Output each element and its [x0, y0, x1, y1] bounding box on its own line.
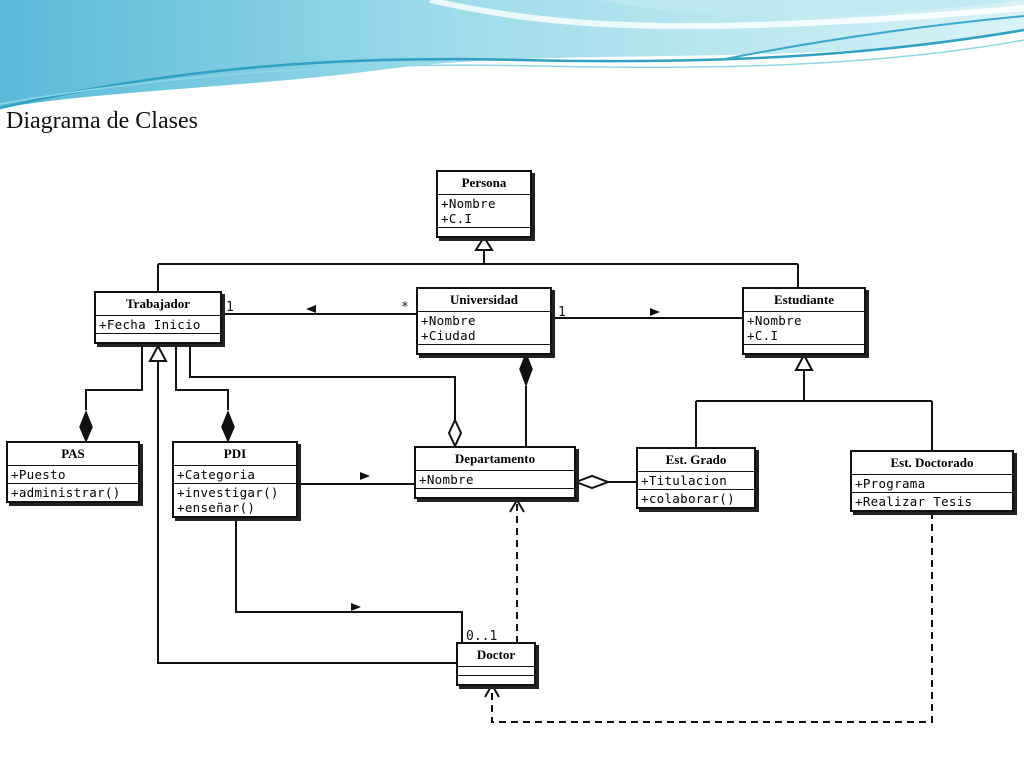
comp-trab-pdi — [175, 344, 229, 410]
mult-univ-est: 1 — [558, 305, 566, 320]
agg-diamond-dep — [447, 417, 463, 449]
nav-arrow-right — [360, 472, 370, 480]
class-operations — [96, 334, 220, 342]
class-attributes: +Nombre +C.I — [438, 195, 530, 228]
attribute: +Nombre — [441, 196, 496, 211]
class-attributes: +Nombre +Ciudad — [418, 312, 550, 345]
class-name: Persona — [438, 172, 530, 195]
gen-triangle-persona — [474, 235, 494, 251]
comp-diamond-pdi — [221, 409, 235, 443]
attribute: +Nombre — [419, 472, 474, 487]
class-persona: Persona +Nombre +C.I — [436, 170, 532, 238]
class-operations — [438, 228, 530, 236]
gen-triangle-estudiante — [794, 352, 814, 371]
operation: +colaborar() — [641, 491, 735, 506]
class-operations — [744, 345, 864, 353]
gen-triangle-trabajador — [148, 343, 168, 362]
class-attributes: +Titulacion — [638, 472, 754, 490]
attribute: +Categoria — [177, 467, 256, 482]
operation: +enseñar() — [177, 500, 256, 515]
class-name: Estudiante — [744, 289, 864, 312]
class-attributes: +Programa — [852, 475, 1012, 493]
class-pas: PAS +Puesto +administrar() — [6, 441, 140, 503]
class-doctor: Doctor — [456, 642, 536, 686]
dep-arrowhead — [509, 498, 525, 513]
attribute: +C.I — [441, 211, 473, 226]
mult-trab-univ-right: * — [401, 300, 409, 315]
class-universidad: Universidad +Nombre +Ciudad — [416, 287, 552, 355]
class-pdi: PDI +Categoria +investigar() +enseñar() — [172, 441, 298, 518]
class-attributes: +Nombre +C.I — [744, 312, 864, 345]
class-name: Est. Doctorado — [852, 452, 1012, 475]
class-name: PDI — [174, 443, 296, 466]
class-operations — [416, 489, 574, 497]
class-attributes: +Fecha Inicio — [96, 316, 220, 334]
class-est-grado: Est. Grado +Titulacion +colaborar() — [636, 447, 756, 509]
class-attributes: +Nombre — [416, 471, 574, 489]
attribute: +Ciudad — [421, 328, 476, 343]
class-name: PAS — [8, 443, 138, 466]
dep-estdoc-doctor — [491, 512, 933, 723]
agg-diamond-estgrado — [573, 474, 611, 490]
class-departamento: Departamento +Nombre — [414, 446, 576, 499]
agg-trab-dep — [189, 344, 456, 420]
class-trabajador: Trabajador +Fecha Inicio — [94, 291, 222, 344]
class-operations: +Realizar Tesis — [852, 493, 1012, 510]
class-operations: +colaborar() — [638, 490, 754, 507]
gen-doctor-trab — [157, 362, 458, 664]
class-est-doctorado: Est. Doctorado +Programa +Realizar Tesis — [850, 450, 1014, 512]
attribute: +C.I — [747, 328, 779, 343]
class-name: Departamento — [416, 448, 574, 471]
attribute: +Puesto — [11, 467, 66, 482]
comp-diamond-univ — [519, 351, 533, 388]
class-name: Est. Grado — [638, 449, 754, 472]
class-operations — [418, 345, 550, 353]
class-name: Universidad — [418, 289, 550, 312]
operation: +administrar() — [11, 485, 121, 500]
class-attributes: +Puesto — [8, 466, 138, 484]
assoc-pdi-doctor — [235, 518, 463, 643]
nav-arrow-right — [650, 308, 660, 316]
class-operations: +administrar() — [8, 484, 138, 501]
attribute: +Nombre — [747, 313, 802, 328]
mult-trab-univ-left: 1 — [226, 300, 234, 315]
class-attributes: +Categoria — [174, 466, 296, 484]
comp-diamond-pas — [79, 409, 93, 443]
attribute: +Fecha Inicio — [99, 317, 201, 332]
comp-trab-pas — [85, 344, 143, 410]
class-name: Trabajador — [96, 293, 220, 316]
attribute: +Nombre — [421, 313, 476, 328]
mult-doctor: 0..1 — [466, 629, 497, 644]
operation: +investigar() — [177, 485, 279, 500]
class-operations — [458, 676, 534, 684]
class-estudiante: Estudiante +Nombre +C.I — [742, 287, 866, 355]
class-attributes — [458, 667, 534, 676]
class-operations: +investigar() +enseñar() — [174, 484, 296, 516]
class-name: Doctor — [458, 644, 534, 667]
nav-arrow-right — [351, 603, 361, 611]
header-banner — [0, 0, 1024, 112]
attribute: +Programa — [855, 476, 926, 491]
operation: +Realizar Tesis — [855, 494, 973, 509]
page-title: Diagrama de Clases — [6, 108, 198, 134]
attribute: +Titulacion — [641, 473, 728, 488]
nav-arrow-left — [306, 305, 316, 313]
